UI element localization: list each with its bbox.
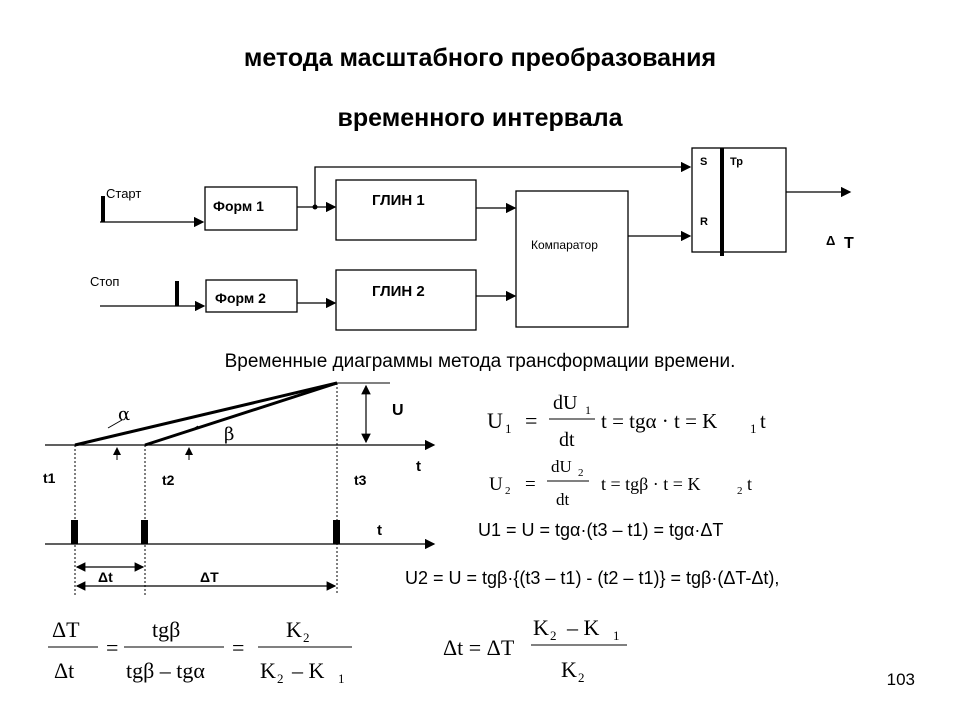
- u1-den: dt: [559, 429, 575, 451]
- glin2-label: ГЛИН 2: [372, 283, 425, 300]
- svg-text:=: =: [106, 635, 118, 660]
- timing-subtitle: Временные диаграммы метода трансформации…: [224, 351, 736, 372]
- comparator-label: Компаратор: [531, 238, 598, 252]
- trigger-block: [691, 147, 787, 253]
- u1-num: dU: [553, 392, 578, 414]
- page-number: 103: [886, 670, 915, 689]
- svg-text:=: =: [525, 474, 536, 495]
- dt-den: K: [561, 657, 577, 682]
- t2-label: t2: [162, 472, 175, 488]
- t-axis2-label: t: [377, 522, 382, 539]
- start-label: Старт: [106, 186, 142, 201]
- u1-rhs-end: t: [760, 409, 766, 433]
- ratio-num3: K: [286, 617, 302, 642]
- ratio-den3a-sub: 2: [277, 671, 284, 686]
- glin2-block: [335, 269, 477, 331]
- u2-den: dt: [556, 490, 570, 509]
- svg-text:=: =: [525, 408, 537, 433]
- form1-label: Форм 1: [213, 198, 264, 214]
- u2-num: dU: [551, 457, 572, 476]
- u-label: U: [392, 402, 404, 419]
- u2-lhs: U: [489, 474, 503, 495]
- u2-rhs-sub: 2: [737, 485, 743, 497]
- form1-block: [204, 186, 298, 231]
- eq-u1: U1 = U = tgα·(t3 – t1) = tgα·ΔT: [478, 520, 724, 540]
- trigger-s-label: S: [700, 156, 708, 168]
- u2-rhs: t = tgβ · t = K: [601, 474, 700, 494]
- t3-label: t3: [354, 472, 367, 488]
- pulse-t3: [333, 520, 340, 544]
- u1-rhs: t = tgα · t = K: [601, 409, 717, 433]
- dt-den-sub: 2: [578, 670, 585, 685]
- ratio-num3-sub: 2: [303, 630, 310, 645]
- output-delta-label: Δ: [826, 233, 836, 248]
- svg-text:=: =: [232, 635, 244, 660]
- beta-label: β: [224, 424, 235, 445]
- ramp-1: [74, 381, 338, 447]
- ratio-den2: tgβ – tgα: [126, 658, 205, 683]
- t-axis-label: t: [416, 458, 421, 475]
- glin1-label: ГЛИН 1: [372, 192, 425, 209]
- dt-num-a-sub: 2: [550, 628, 557, 643]
- title-line-1: метода масштабного преобразования: [243, 44, 717, 72]
- dt-lhs: Δt = ΔT: [443, 635, 515, 660]
- timing-diagram: [45, 381, 436, 595]
- glin1-block: [335, 179, 477, 241]
- u2-num-sub: 2: [578, 467, 584, 479]
- u1-num-sub: 1: [585, 403, 591, 417]
- pulse-t2: [141, 520, 148, 544]
- block-diagram: [100, 147, 852, 331]
- dt-num-a: K: [533, 615, 549, 640]
- u1-rhs-sub: 1: [750, 421, 757, 436]
- formula-u2: U 2 = dU 2 dt t = tgβ · t = K 2 t: [489, 457, 752, 509]
- trigger-r-label: R: [700, 216, 708, 228]
- u2-sub: 2: [505, 485, 511, 497]
- title-line-2: временного интервала: [337, 104, 623, 132]
- form2-block: [205, 279, 298, 313]
- trigger-label: Тр: [730, 156, 744, 168]
- output-t-label: T: [844, 235, 854, 252]
- dt-num-b-sub: 1: [613, 628, 620, 643]
- ratio-den3b-sub: 1: [338, 671, 345, 686]
- u1-sub: 1: [505, 421, 512, 436]
- formula-dt: Δt = ΔT K 2 – K 1 K 2: [443, 615, 627, 685]
- eq-u2: U2 = U = tgβ·{(t3 – t1) - (t2 – t1)} = t…: [405, 568, 780, 588]
- alpha-label: α: [118, 404, 131, 425]
- ratio-num2: tgβ: [152, 617, 180, 642]
- u1-lhs: U: [487, 408, 503, 433]
- formula-ratio: ΔT Δt = tgβ tgβ – tgα = K 2 K 2 – K 1: [48, 617, 352, 686]
- ramp-2: [144, 381, 338, 447]
- ratio-den3a: K: [260, 658, 276, 683]
- dt-label: Δt: [98, 569, 113, 585]
- ratio-den3b: – K: [291, 658, 325, 683]
- comparator-block: [515, 190, 629, 328]
- ratio-num1: ΔT: [52, 617, 80, 642]
- stop-label: Стоп: [90, 274, 120, 289]
- formula-u1: U 1 = dU 1 dt t = tgα · t = K 1 t: [487, 392, 766, 451]
- u2-rhs-end: t: [747, 474, 752, 494]
- t1-label: t1: [43, 470, 56, 486]
- form2-label: Форм 2: [215, 290, 266, 306]
- ratio-den1: Δt: [54, 658, 74, 683]
- pulse-t1: [71, 520, 78, 544]
- dt-num-b: – K: [566, 615, 600, 640]
- dT-label: ΔT: [200, 569, 219, 585]
